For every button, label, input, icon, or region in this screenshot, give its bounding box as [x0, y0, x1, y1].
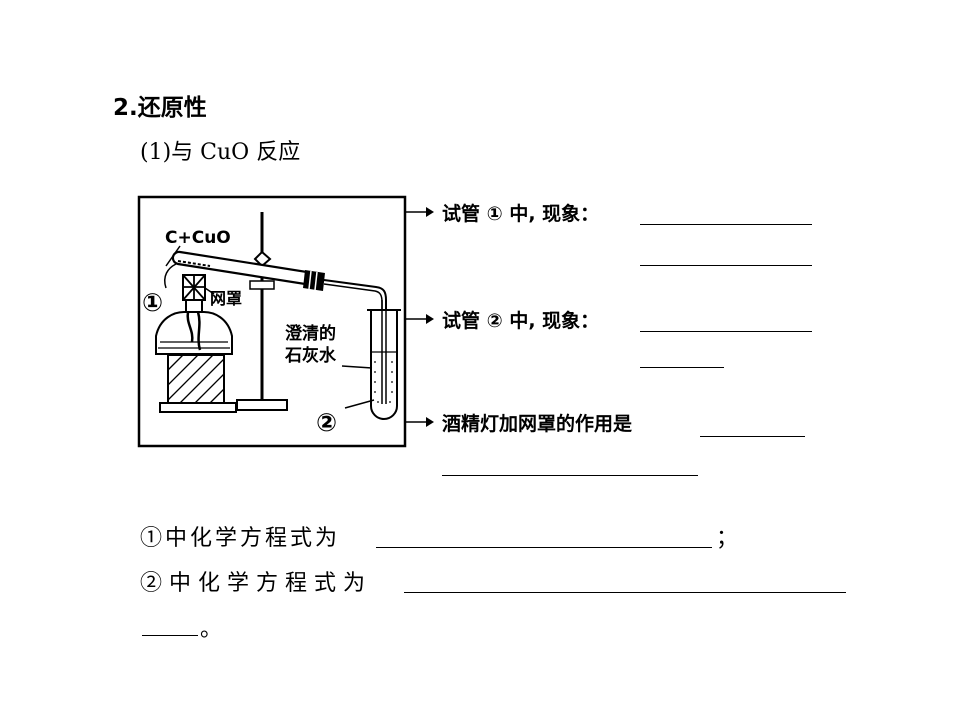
reactant-leader: [165, 245, 181, 267]
lamp-block: [167, 354, 225, 404]
test-tube-2: [370, 310, 398, 420]
question-3-label: 酒精灯加网罩的作用是: [442, 413, 633, 435]
equation-2-end: 。: [200, 617, 226, 642]
question-2-blank-2[interactable]: [640, 367, 724, 368]
gauze-leader: [204, 287, 215, 295]
question-2-label: 试管 ② 中, 现象：: [442, 310, 600, 332]
limewater-label-line2: 石灰水: [284, 345, 337, 366]
lamp-body: [155, 311, 233, 355]
question-3-blank-1[interactable]: [700, 436, 805, 437]
tube1-marker: ①: [142, 288, 163, 317]
equation-2-blank-1[interactable]: [404, 592, 846, 593]
limewater-leader: [341, 365, 373, 369]
gauze-label: 网罩: [210, 289, 242, 308]
question-2-blank-1[interactable]: [640, 331, 812, 332]
equation-2-blank-2[interactable]: [142, 635, 198, 636]
test-tube-1: [171, 250, 309, 286]
limewater-label-line1: 澄清的: [285, 323, 336, 344]
lamp-wick: [186, 311, 202, 351]
block-hatching: [167, 354, 225, 404]
limewater-dots: [374, 361, 393, 403]
tube1-leader: [164, 263, 177, 289]
lamp-platform: [159, 402, 237, 413]
question-3-blank-2[interactable]: [442, 475, 698, 476]
pointer-arrows: [405, 207, 434, 427]
section-heading: 2.还原性: [113, 95, 207, 121]
tube2-marker: ②: [316, 408, 337, 437]
stopper: [303, 270, 325, 291]
question-1-blank-1[interactable]: [640, 224, 812, 225]
lamp-neck: [185, 299, 203, 313]
delivery-tube: [323, 279, 387, 400]
equation-2-label: ②中化学方程式为: [140, 571, 373, 596]
stand-clamp: [249, 280, 275, 290]
question-1-blank-2[interactable]: [640, 265, 812, 266]
reactant-label: C+CuO: [165, 228, 231, 248]
tube2-leader: [344, 399, 375, 409]
equation-1-blank[interactable]: [376, 547, 712, 548]
equation-1-label: ①中化学方程式为: [140, 526, 341, 551]
equation-1-end: ；: [716, 526, 742, 551]
diagram-frame: [137, 195, 407, 448]
stand-base: [236, 399, 288, 411]
section-subheading: (1)与 CuO 反应: [140, 140, 301, 165]
question-1-label: 试管 ① 中, 现象：: [442, 203, 600, 225]
